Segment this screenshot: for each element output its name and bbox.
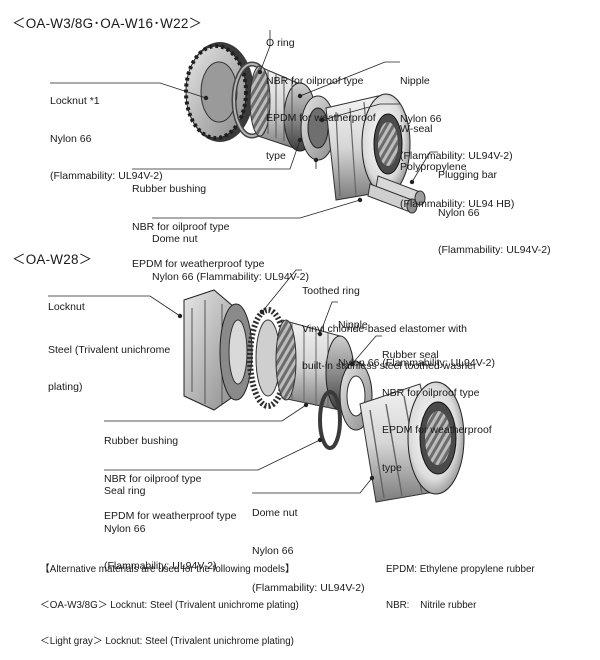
section-1-title: ＜OA-W3/8G･OA-W16･W22＞: [12, 16, 203, 31]
label-locknut-2: Locknut Steel (Trivalent unichrome plati…: [48, 301, 171, 393]
leaders-1: [50, 30, 438, 219]
locknut-2-shape: [183, 289, 253, 411]
seal-ring-2-shape: [318, 390, 342, 450]
label-o-ring: O ring NBR for oilproof type EPDM for we…: [266, 37, 376, 162]
footnote-abbreviations: EPDM: Ethylene propylene rubber NBR: Nit…: [386, 564, 535, 611]
plugging-bar-1-shape: [367, 175, 426, 214]
label-toothed-ring: Toothed ring Vinyl chloride-based elasto…: [302, 285, 477, 372]
label-nipple-1: Nipple Nylon 66 (Flammability: UL94V-2): [400, 75, 513, 162]
section-2-title: ＜OA-W28＞: [12, 252, 93, 267]
nipple-1-shape: [249, 65, 317, 152]
label-rubber-bushing-2: Rubber bushing NBR for oilproof type EPD…: [104, 435, 237, 522]
label-plugging-bar: Plugging bar Nylon 66 (Flammability: UL9…: [438, 169, 551, 256]
dome-nut-1-shape: [325, 93, 411, 201]
footnote-alternative-materials: 【Alternative materials are used for the …: [40, 564, 299, 647]
assembly-1: [184, 42, 426, 214]
label-nipple-2: Nipple Nylon 66 (Flammability: UL94V-2): [338, 319, 495, 369]
leaders-2: [48, 269, 382, 494]
label-dome-nut-1: Dome nut Nylon 66 (Flammability: UL94V-2…: [152, 233, 309, 283]
assembly-2: [183, 289, 465, 503]
label-dome-nut-2: Dome nut Nylon 66 (Flammability: UL94V-2…: [252, 507, 365, 594]
exploded-diagram-art: [48, 30, 465, 503]
label-seal-ring: Seal ring Nylon 66 (Flammability: UL94V-…: [104, 485, 217, 572]
label-rubber-seal: Rubber seal NBR for oilproof type EPDM f…: [382, 349, 492, 474]
dome-nut-2-shape: [359, 381, 465, 503]
locknut-1-shape: [184, 42, 254, 142]
label-w-seal: W-seal Polypropylene (Flammability: UL94…: [400, 123, 515, 210]
label-rubber-bushing-1: Rubber bushing NBR for oilproof type EPD…: [132, 183, 265, 270]
label-locknut-1: Locknut *1 Nylon 66 (Flammability: UL94V…: [50, 95, 163, 182]
